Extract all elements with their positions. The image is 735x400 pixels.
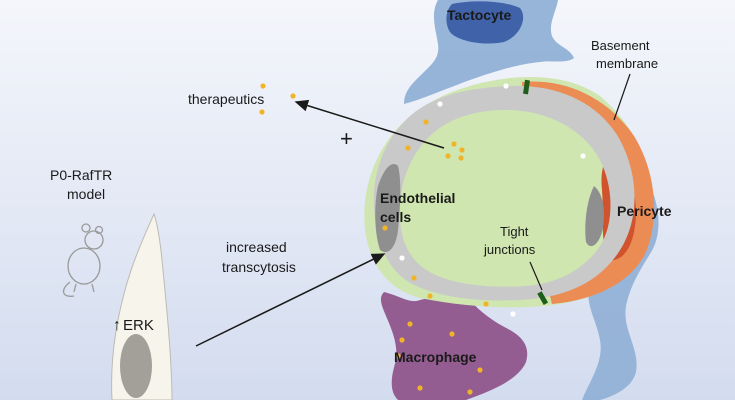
tight-junctions-pointer <box>529 261 543 291</box>
therapeutic-particles <box>259 83 489 395</box>
tactocyte-label: Tactocyte <box>447 7 512 23</box>
model-label-line1: P0-RafTR <box>50 167 112 183</box>
increased-label-line2: transcytosis <box>222 259 296 275</box>
macrophage-cell <box>380 292 528 400</box>
mouse-icon <box>63 223 104 297</box>
tight-junctions-label-line2: junctions <box>483 242 536 257</box>
tight-junction-bottom <box>537 291 549 306</box>
pericyte-label: Pericyte <box>617 203 672 219</box>
tight-junctions-label-line1: Tight <box>500 224 529 239</box>
tactocyte-nucleus <box>446 1 524 44</box>
endothelial-vessel-wall <box>373 85 635 301</box>
erk-label: ERK <box>123 317 154 334</box>
therapeutics-label: therapeutics <box>188 91 264 107</box>
schwann-cell <box>111 212 173 400</box>
endothelial-label-line1: Endothelial <box>380 190 455 206</box>
plus-sign: + <box>340 126 353 151</box>
tactocyte-cell <box>404 0 574 104</box>
basement-membrane-pointer <box>613 73 631 121</box>
schwann-nucleus <box>120 334 152 398</box>
vesicles <box>399 83 586 317</box>
endothelial-nucleus-right <box>585 186 604 247</box>
therapeutics-arrow <box>294 99 445 149</box>
increased-label-line1: increased <box>226 239 287 255</box>
transcytosis-arrow <box>195 253 386 347</box>
endothelial-nucleus-left <box>375 164 401 252</box>
macrophage-label: Macrophage <box>394 349 477 365</box>
tight-junction-top <box>523 79 530 95</box>
model-label-line2: model <box>67 186 105 202</box>
erk-arrow: ↑ <box>113 317 121 334</box>
basement-label-line1: Basement <box>591 38 650 53</box>
endothelial-label-line2: cells <box>380 209 411 225</box>
basement-label-line2: membrane <box>596 56 658 71</box>
